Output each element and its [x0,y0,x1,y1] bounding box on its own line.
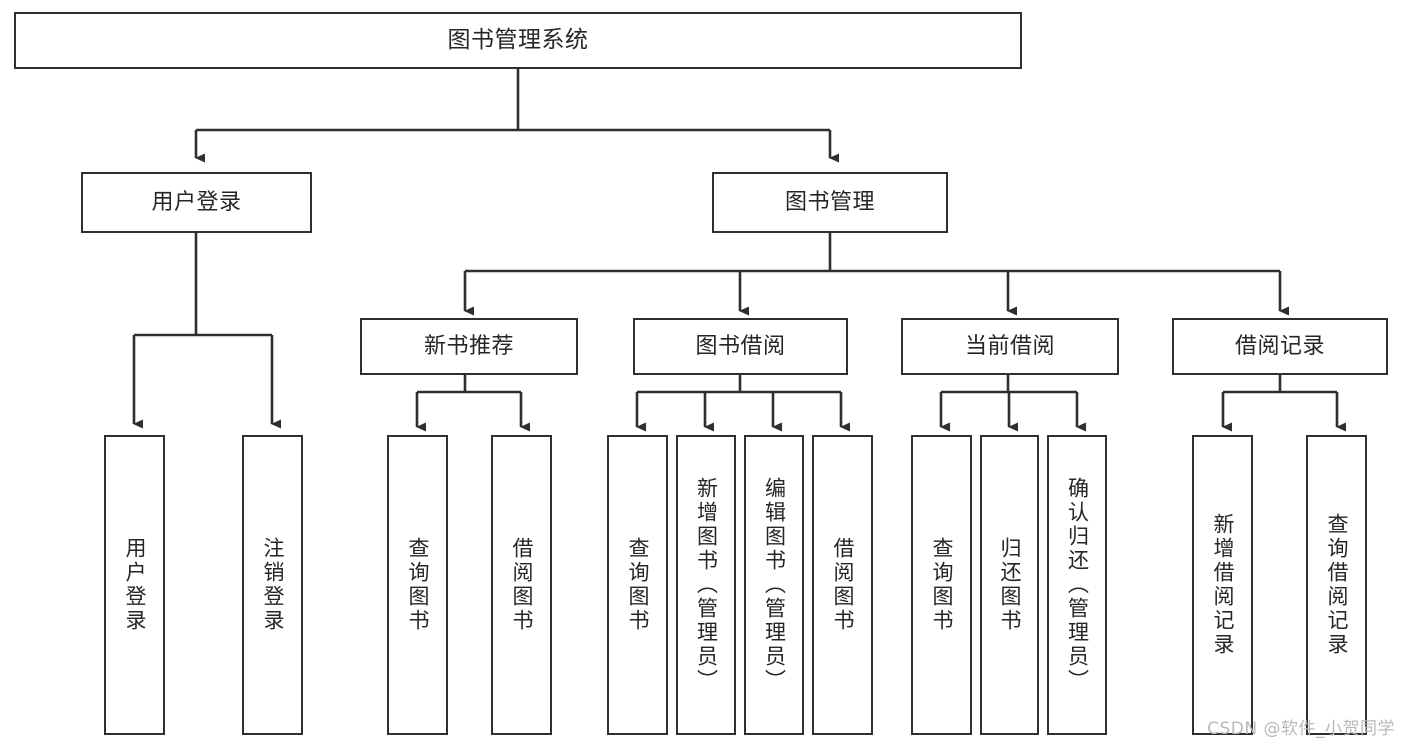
node-label: 图书管理 [784,189,875,215]
node-label: 查询图书 [406,537,430,633]
node-current-borrow[interactable]: 当前借阅 [901,318,1119,375]
node-label: 用户登录 [123,537,147,633]
node-label: 归还图书 [998,537,1022,633]
node-book-management[interactable]: 图书管理 [712,172,948,233]
leaf-user-login[interactable]: 用户登录 [104,435,165,735]
node-label: 借阅图书 [831,537,855,633]
node-label: 查询图书 [930,537,954,633]
node-label: 新增图书（管理员） [694,477,719,693]
node-label: 图书管理系统 [447,26,589,53]
node-label: 确认归还（管理员） [1065,477,1090,693]
leaf-return-book[interactable]: 归还图书 [980,435,1039,735]
node-root-book-management-system[interactable]: 图书管理系统 [14,12,1022,69]
watermark: CSDN @软件_小贺同学 [1207,719,1395,739]
node-label: 新增借阅记录 [1211,513,1235,657]
leaf-logout-login[interactable]: 注销登录 [242,435,303,735]
node-label: 注销登录 [261,537,285,633]
node-label: 借阅记录 [1234,333,1325,359]
node-label: 编辑图书（管理员） [762,477,787,693]
leaf-query-borrow-record[interactable]: 查询借阅记录 [1306,435,1367,735]
leaf-query-book-borrow[interactable]: 查询图书 [607,435,668,735]
leaf-borrow-book-recommend[interactable]: 借阅图书 [491,435,552,735]
node-label: 用户登录 [151,189,242,215]
node-label: 查询借阅记录 [1325,513,1349,657]
node-label: 当前借阅 [964,333,1055,359]
node-book-borrow[interactable]: 图书借阅 [633,318,848,375]
node-label: 借阅图书 [510,537,534,633]
node-label: 图书借阅 [695,333,786,359]
node-label: 查询图书 [626,537,650,633]
node-label: 新书推荐 [423,333,514,359]
leaf-confirm-return-admin[interactable]: 确认归还（管理员） [1047,435,1107,735]
node-user-login[interactable]: 用户登录 [81,172,312,233]
leaf-add-borrow-record[interactable]: 新增借阅记录 [1192,435,1253,735]
leaf-query-book-current[interactable]: 查询图书 [911,435,972,735]
leaf-borrow-book[interactable]: 借阅图书 [812,435,873,735]
leaf-query-book-recommend[interactable]: 查询图书 [387,435,448,735]
leaf-add-book-admin[interactable]: 新增图书（管理员） [676,435,736,735]
node-borrow-record[interactable]: 借阅记录 [1172,318,1388,375]
node-new-book-recommend[interactable]: 新书推荐 [360,318,578,375]
leaf-edit-book-admin[interactable]: 编辑图书（管理员） [744,435,804,735]
